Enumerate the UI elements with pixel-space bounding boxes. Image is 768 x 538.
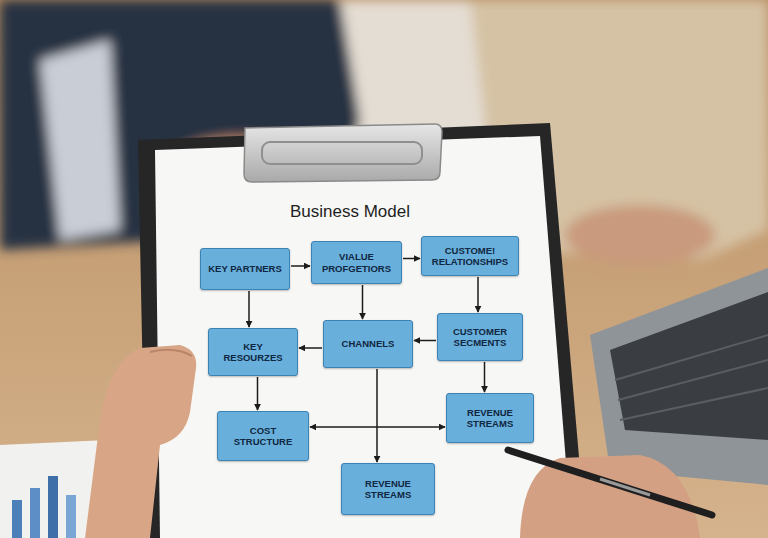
box-label: KEY RESOURZES [215, 341, 291, 364]
board-clip [244, 124, 442, 182]
model-box: COST STRUCTURE [217, 411, 309, 461]
laptop [590, 268, 768, 485]
model-box: REVENUE STREAMS [446, 393, 534, 443]
clasped-hands [565, 205, 715, 265]
flow-arrow [484, 362, 486, 392]
thumb-line [150, 350, 192, 356]
key-rows [615, 335, 768, 420]
left-hand [85, 345, 196, 538]
model-box: KEY RESOURZES [208, 328, 298, 376]
model-box: VIALUE PROFGETIORS [311, 241, 402, 284]
model-box: REVENUE STREAMS [341, 463, 435, 515]
flow-arrow [257, 377, 259, 410]
box-label: KEY PARTNERS [208, 263, 282, 274]
flow-arrow [299, 347, 322, 349]
chart-bar [12, 500, 22, 538]
flow-arrow [291, 265, 310, 267]
flow-arrow [403, 258, 420, 260]
shirt [40, 40, 120, 240]
model-box: CUSTOME! RELATIONSHIPS [421, 236, 519, 276]
box-label: COST STRUCTURE [224, 425, 302, 448]
chart-bar [48, 476, 58, 538]
laptop-keyboard [610, 292, 768, 440]
model-box: KEY PARTNERS [200, 248, 290, 290]
diagram-title: Business Model [290, 202, 410, 222]
box-label: CUSTOMER SECMENTS [444, 326, 516, 349]
chart-bar [66, 495, 76, 538]
paper-sheet [155, 136, 572, 538]
box-label: REVENUE STREAMS [348, 478, 428, 501]
flow-arrow [477, 277, 479, 312]
flow-arrow [376, 369, 378, 462]
right-hand [520, 455, 700, 538]
model-box: CUSTOMER SECMENTS [437, 313, 523, 361]
clipboard [138, 123, 586, 538]
flow-arrow [414, 340, 436, 342]
chart-bar [30, 488, 40, 538]
box-label: CUSTOME! RELATIONSHIPS [428, 245, 512, 268]
flow-arrow [248, 291, 250, 327]
model-box: CHANNELS [323, 320, 413, 368]
clip-loop [262, 142, 422, 164]
pen-band [600, 479, 650, 495]
box-label: VIALUE PROFGETIORS [318, 251, 395, 274]
box-label: CHANNELS [342, 338, 395, 349]
box-label: REVENUE STREAMS [453, 407, 527, 430]
pen [508, 450, 712, 515]
flow-arrow [362, 285, 364, 319]
